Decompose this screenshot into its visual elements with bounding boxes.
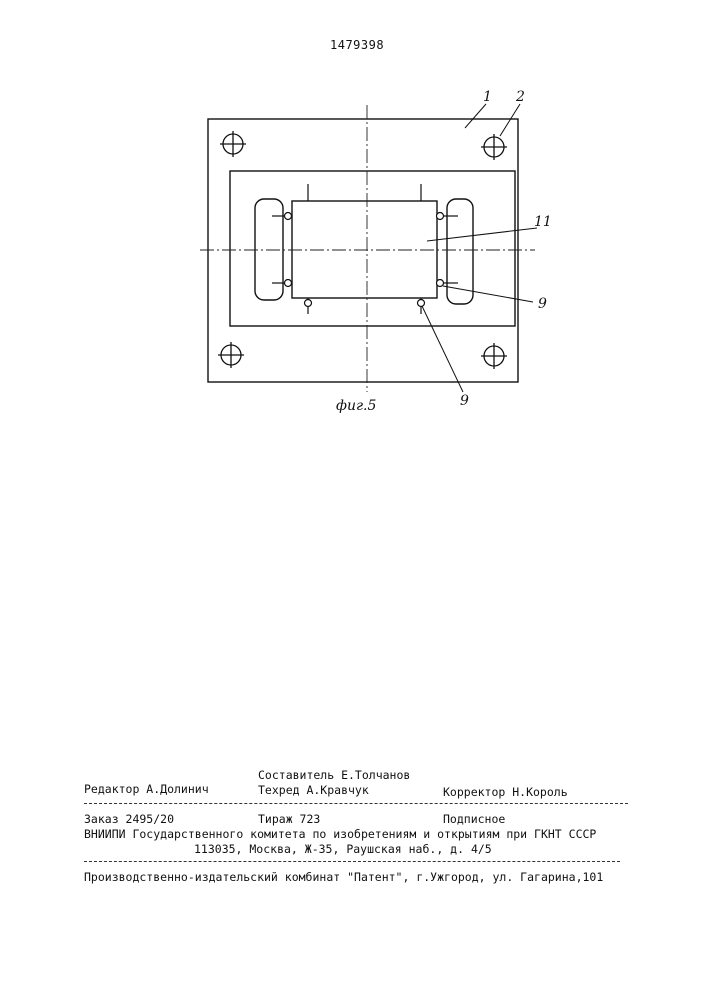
centerlines: [200, 105, 535, 392]
figure-caption: фиг.5: [336, 398, 376, 414]
callout-2: 2: [516, 89, 525, 105]
callout-1: 1: [483, 89, 492, 105]
figure-drawing: [0, 0, 707, 420]
leader-lines: [422, 104, 537, 392]
order: Заказ 2495/20: [84, 812, 174, 826]
publisher: Производственно-издательский комбинат "П…: [84, 870, 603, 884]
techred: Техред А.Кравчук: [258, 783, 369, 797]
compiler: Составитель Е.Толчанов: [258, 768, 410, 782]
vniipi: ВНИИПИ Государственного комитета по изоб…: [84, 827, 596, 841]
callout-9-right: 9: [538, 296, 547, 312]
address: 113035, Москва, Ж-35, Раушская наб., д. …: [194, 842, 492, 856]
pins: [272, 184, 458, 314]
rule-2: [84, 861, 620, 862]
right-slot: [447, 199, 473, 304]
callout-9-bottom: 9: [460, 393, 469, 409]
central-block: [292, 201, 437, 298]
editor: Редактор А.Долинич: [84, 782, 209, 796]
subscription: Подписное: [443, 812, 505, 826]
inner-frame: [230, 171, 515, 326]
callout-11: 11: [534, 214, 552, 230]
corrector: Корректор Н.Король: [443, 785, 568, 799]
rule-1: [84, 803, 628, 804]
left-slot: [255, 199, 283, 300]
circulation: Тираж 723: [258, 812, 320, 826]
